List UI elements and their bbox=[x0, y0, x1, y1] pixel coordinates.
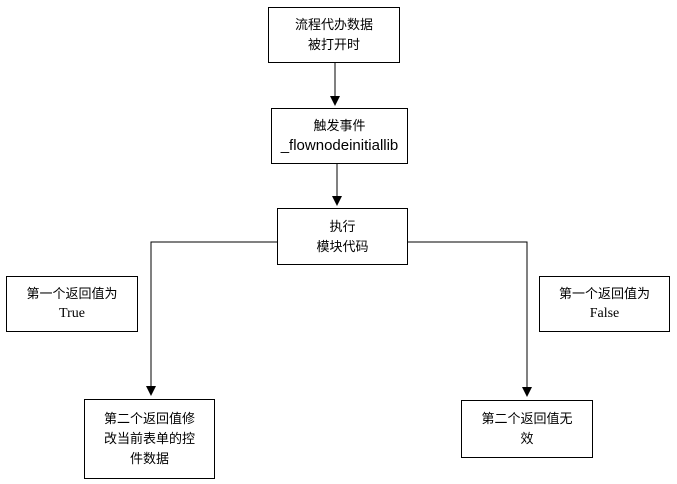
node-result-second-return-invalid[interactable]: 第二个返回值无 效 bbox=[461, 400, 593, 458]
node-result-false-line1: 第二个返回值无 bbox=[481, 411, 573, 426]
node-result-true-line1: 第二个返回值修 bbox=[103, 411, 195, 426]
node-start-line2: 被打开时 bbox=[307, 37, 360, 52]
node-start[interactable]: 流程代办数据 被打开时 bbox=[268, 7, 400, 63]
node-trigger-event-name: _flownodeinitiallib bbox=[280, 137, 399, 154]
node-label-return-false[interactable]: 第一个返回值为 False bbox=[539, 276, 670, 332]
node-start-line1: 流程代办数据 bbox=[294, 17, 373, 32]
node-result-true-line3: 件数据 bbox=[129, 451, 169, 466]
arrowhead-down-icon bbox=[332, 196, 342, 206]
node-label-true-value: True bbox=[59, 306, 85, 321]
arrowhead-down-icon bbox=[522, 387, 532, 397]
node-label-true-line1: 第一个返回值为 bbox=[26, 286, 118, 301]
node-execute-module-code[interactable]: 执行 模块代码 bbox=[277, 208, 408, 265]
node-execute-line2: 模块代码 bbox=[316, 238, 369, 254]
node-trigger-line1: 触发事件 bbox=[313, 118, 366, 133]
arrowhead-down-icon bbox=[330, 96, 340, 106]
node-execute-line1: 执行 bbox=[329, 218, 356, 234]
node-trigger-event[interactable]: 触发事件 _flownodeinitiallib bbox=[271, 108, 408, 164]
node-result-modify-form-data[interactable]: 第二个返回值修 改当前表单的控 件数据 bbox=[84, 399, 215, 479]
node-result-true-line2: 改当前表单的控 bbox=[103, 431, 195, 446]
node-label-false-value: False bbox=[589, 306, 620, 321]
node-result-false-line2: 效 bbox=[520, 431, 534, 446]
arrowhead-down-icon bbox=[146, 386, 156, 396]
connector-execute-to-result-false bbox=[407, 241, 528, 388]
connector-execute-to-result-true bbox=[150, 241, 277, 387]
node-label-return-true[interactable]: 第一个返回值为 True bbox=[6, 276, 138, 332]
node-label-false-line1: 第一个返回值为 bbox=[558, 286, 650, 301]
